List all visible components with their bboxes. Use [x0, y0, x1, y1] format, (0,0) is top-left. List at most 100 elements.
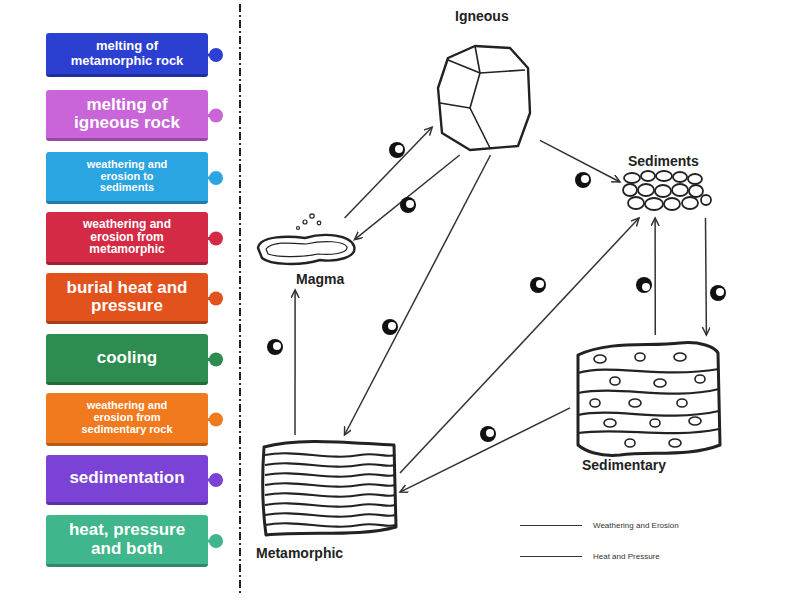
cycle-arrow [294, 290, 296, 435]
rock-layer [578, 411, 719, 416]
metamorphic-rock-outline [263, 441, 396, 535]
answer-tile: sedimentation [46, 455, 208, 505]
handle-dot [209, 171, 223, 185]
rock-layer [578, 369, 719, 373]
cycle-arrow [400, 408, 570, 492]
cycle-arrow [345, 127, 433, 218]
sediment-pebble [656, 171, 672, 181]
handle-dot [209, 413, 223, 427]
handle-stem [206, 237, 216, 240]
cycle-arrow [400, 218, 639, 473]
cycle-arrow [705, 218, 707, 335]
sediment-pebble [655, 185, 671, 197]
embedded-pebble [629, 399, 641, 407]
handle-dot [209, 109, 223, 123]
drop-targets [267, 142, 726, 442]
legend-text: Weathering and Erosion [593, 521, 679, 530]
handle-dot [209, 232, 223, 246]
foliation-band [265, 453, 395, 456]
cycle-arrow [355, 155, 460, 240]
rock-facet [440, 103, 470, 108]
legend-item: Heat and Pressure [520, 541, 730, 572]
cycle-arrow [654, 218, 656, 335]
drop-target [530, 277, 546, 293]
legend-line-sample [520, 556, 582, 557]
magma-bubble [303, 220, 307, 224]
drop-target [575, 172, 591, 188]
magma-pool [258, 235, 354, 264]
sediment-pebble [623, 184, 637, 196]
tile-text: sedimentation [69, 469, 184, 487]
rock-node: Magma [250, 210, 360, 290]
handle-dot [209, 534, 223, 548]
drop-target-center [406, 200, 414, 208]
rock-illustration [430, 8, 540, 155]
tile-text: melting of igneous rock [70, 96, 184, 133]
handle-stem [206, 54, 216, 57]
embedded-pebble [689, 417, 701, 425]
magma-bubble [310, 214, 314, 218]
drop-target-center [486, 429, 494, 437]
drop-target-center [716, 288, 724, 296]
legend: Weathering and ErosionHeat and Pressure [520, 510, 730, 572]
answer-tile: weathering and erosion from metamorphic [46, 212, 208, 265]
tile-text: weathering and erosion from sedimentary … [72, 400, 182, 436]
sediment-pebble [641, 171, 655, 181]
tile-text: weathering and erosion to sediments [84, 159, 170, 195]
rock-facet [475, 46, 525, 73]
answer-tile: melting of igneous rock [46, 90, 208, 141]
handle-dot [209, 353, 223, 367]
drop-target [636, 277, 652, 293]
answer-tile: weathering and erosion from sedimentary … [46, 393, 208, 446]
drop-target [710, 285, 726, 301]
handle-stem [206, 114, 216, 117]
answer-tile: heat, pressure and both [46, 515, 208, 567]
magma-pool-inner [266, 242, 347, 257]
embedded-pebble [674, 353, 686, 361]
sediment-pebble [682, 197, 698, 209]
sediment-pebble [688, 174, 702, 184]
handle-stem [206, 358, 216, 361]
drag-handles [206, 48, 223, 548]
drop-target-center [273, 342, 281, 350]
sediment-pebble [645, 198, 663, 210]
sediment-pebble [628, 197, 644, 209]
sediment-pebble [701, 195, 711, 205]
answer-tile: burial heat and pressure [46, 273, 208, 324]
embedded-pebble [625, 439, 635, 447]
rock-name: Igneous [455, 8, 509, 24]
divider-line [239, 4, 241, 596]
drop-target-center [642, 283, 650, 291]
sediment-pebble [689, 185, 703, 197]
rock-name: Metamorphic [256, 545, 343, 561]
rock-facet [470, 73, 490, 148]
handle-stem [206, 418, 216, 421]
rock-node: Sedimentary [570, 335, 725, 475]
foliation-band [265, 513, 395, 516]
rock-name: Sediments [628, 153, 699, 169]
sediment-pebble [672, 184, 688, 196]
cycle-arrow [540, 140, 620, 182]
foliation-band [265, 463, 395, 466]
foliation-band [265, 503, 395, 506]
foliation-band [265, 493, 395, 496]
sediment-pebble [624, 173, 640, 183]
drop-target-center [395, 145, 403, 153]
answer-tile: weathering and erosion to sediments [46, 152, 208, 204]
legend-line-sample [520, 525, 582, 526]
handle-stem [206, 479, 216, 482]
foliation-band [265, 523, 395, 526]
handle-dot [209, 292, 223, 306]
igneous-rock-outline [438, 46, 530, 150]
rock-illustration [570, 335, 725, 475]
embedded-pebble [635, 353, 645, 361]
tile-text: burial heat and pressure [64, 279, 190, 316]
tile-text: melting of metamorphic rock [68, 39, 186, 67]
legend-text: Heat and Pressure [593, 552, 660, 561]
embedded-pebble [590, 399, 600, 407]
embedded-pebble [654, 379, 666, 387]
rock-name: Sedimentary [582, 457, 666, 473]
